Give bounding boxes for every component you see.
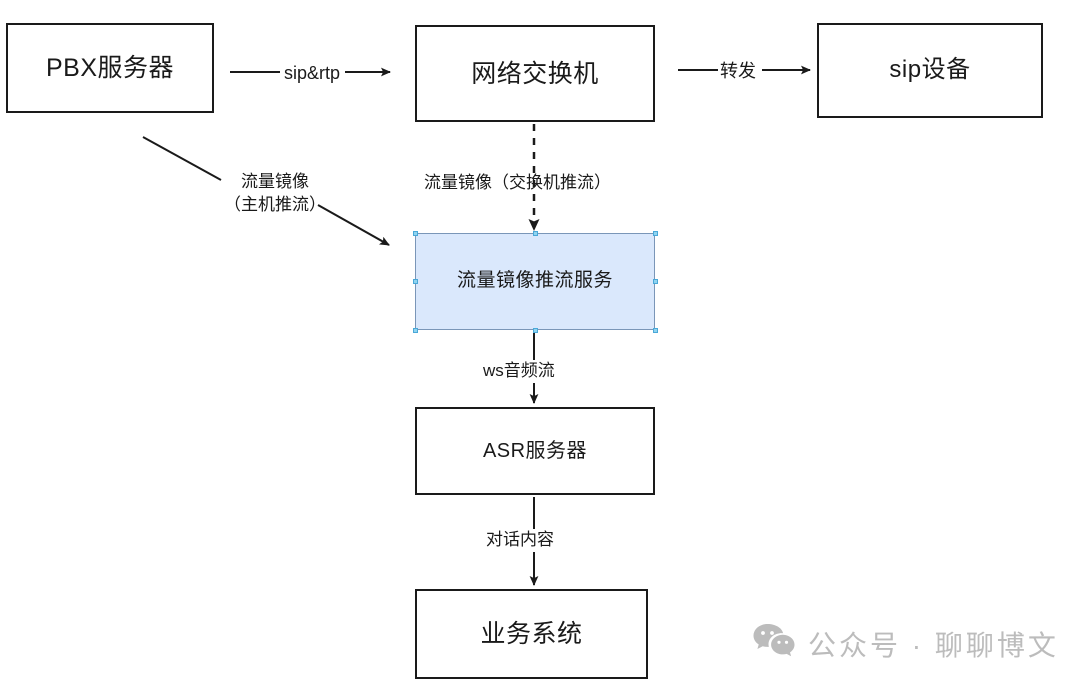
node-pbx-server-label: PBX服务器 [45, 54, 175, 82]
node-pbx-server[interactable]: PBX服务器 [6, 23, 214, 113]
edge-label-switch-push: 流量镜像（交换机推流） [424, 173, 611, 192]
resize-handle-w[interactable] [413, 279, 418, 284]
wechat-icon [752, 622, 796, 665]
node-sip-device[interactable]: sip设备 [817, 23, 1043, 118]
node-mirror-push-service-label: 流量镜像推流服务 [456, 270, 613, 292]
node-business-system-label: 业务系统 [480, 620, 583, 648]
node-network-switch-label: 网络交换机 [471, 59, 599, 88]
resize-handle-nw[interactable] [413, 231, 418, 236]
edge-label-ws-audio-stream: ws音频流 [480, 360, 558, 383]
edge-label-host-push-line2: （主机推流） [224, 194, 326, 214]
edge-pbx-mirror-upper [142, 136, 222, 181]
edge-pbx-mirror-lower [317, 204, 390, 246]
node-business-system[interactable]: 业务系统 [415, 589, 648, 679]
node-asr-server-label: ASR服务器 [482, 440, 588, 462]
selection-handles [413, 231, 658, 333]
edge-label-sip-rtp: sip&rtp [282, 61, 343, 86]
edge-label-dialog-content: 对话内容 [483, 529, 557, 552]
resize-handle-n[interactable] [533, 231, 538, 236]
node-network-switch[interactable]: 网络交换机 [415, 25, 655, 122]
resize-handle-s[interactable] [533, 328, 538, 333]
edge-label-forward: 转发 [718, 59, 758, 84]
watermark-text: 公众号 · 聊聊博文 [808, 629, 1059, 661]
edge-label-host-push-line1: 流量镜像 [241, 172, 309, 191]
watermark: 公众号 · 聊聊博文 [752, 622, 1059, 665]
node-sip-device-label: sip设备 [889, 56, 971, 84]
node-mirror-push-service[interactable]: 流量镜像推流服务 [413, 231, 658, 333]
resize-handle-e[interactable] [653, 279, 658, 284]
edge-label-host-push: 流量镜像 （主机推流） [224, 171, 326, 217]
node-asr-server[interactable]: ASR服务器 [415, 407, 655, 495]
resize-handle-ne[interactable] [653, 231, 658, 236]
resize-handle-se[interactable] [653, 328, 658, 333]
resize-handle-sw[interactable] [413, 328, 418, 333]
